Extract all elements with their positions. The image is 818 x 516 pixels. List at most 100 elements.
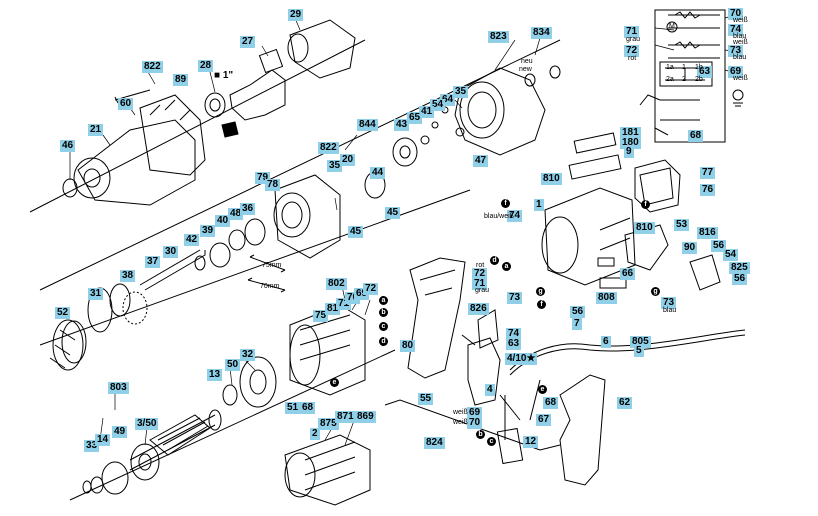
part-label-70-b: 70 xyxy=(728,8,744,20)
connector-e-2: e xyxy=(538,385,547,394)
part-label-823: 823 xyxy=(488,31,509,43)
part-label-181: 181 xyxy=(620,127,641,139)
divider-line-2 xyxy=(39,39,561,291)
part-label-53: 53 xyxy=(674,219,690,231)
note-new: new xyxy=(519,66,532,73)
connector-b-2: b xyxy=(476,430,485,439)
part-label-3-50: 3/50 xyxy=(135,418,159,430)
housing-823-drawing xyxy=(454,67,546,156)
connector-f-3: f xyxy=(641,200,650,209)
part-label-68-b: 68 xyxy=(688,130,704,142)
handle-cover-drawing xyxy=(559,374,606,486)
connector-e-1: e xyxy=(330,378,339,387)
part-label-73-a: 73 xyxy=(728,45,744,57)
wiring-schematic xyxy=(639,9,744,143)
connector-g-1: g xyxy=(536,287,545,296)
part-label-72-a: 72 xyxy=(363,283,379,295)
anvil-27 xyxy=(229,48,286,121)
part-label-72-b: 72 xyxy=(624,45,640,57)
part-label-822-mid: 822 xyxy=(318,142,339,154)
part-label-69-c: 69 xyxy=(467,407,483,419)
terminal-2a: 2a xyxy=(666,76,674,83)
terminal-1b: 1b xyxy=(695,64,703,71)
part-label-44: 44 xyxy=(370,167,386,179)
part-label-70-c: 70 xyxy=(467,417,483,429)
part-label-21: 21 xyxy=(88,124,104,136)
part-label-12: 12 xyxy=(523,436,539,448)
dimension-75mm: 75mm xyxy=(262,262,282,269)
brush-holder-drawing xyxy=(524,65,561,87)
part-label-869: 869 xyxy=(355,411,376,423)
part-label-39: 39 xyxy=(200,225,216,237)
ring-46 xyxy=(62,178,78,198)
wire-color-blau-weiss: blau/weiß xyxy=(484,213,514,220)
part-label-74-a: 74 xyxy=(728,24,744,36)
wire-color-grau-2: grau xyxy=(475,287,490,294)
part-label-844: 844 xyxy=(357,119,378,131)
part-label-2: 2 xyxy=(310,428,320,440)
connector-f-1: f xyxy=(501,199,510,208)
part-label-802: 802 xyxy=(326,278,347,290)
part-label-89: 89 xyxy=(173,74,189,86)
part-label-50: 50 xyxy=(225,359,241,371)
connector-d-2: d xyxy=(490,256,499,265)
wire-color-rot-1: rot xyxy=(628,55,637,62)
part-label-875: 875 xyxy=(318,418,339,430)
part-label-1-inch: ■ 1" xyxy=(214,70,234,81)
part-label-27: 27 xyxy=(240,36,256,48)
part-label-76: 76 xyxy=(700,184,716,196)
part-label-40: 40 xyxy=(215,215,231,227)
part-label-90: 90 xyxy=(682,242,698,254)
part-label-72-c: 72 xyxy=(472,268,488,280)
connector-b-1: b xyxy=(379,308,388,317)
part-label-56-a: 56 xyxy=(711,240,727,252)
part-label-41: 41 xyxy=(419,106,435,118)
part-label-826: 826 xyxy=(468,303,489,315)
part-label-66: 66 xyxy=(620,268,636,280)
washer-drawing xyxy=(82,461,129,495)
divider-line-4 xyxy=(69,349,396,501)
connector-c-2: c xyxy=(487,437,496,446)
part-label-20: 20 xyxy=(340,154,356,166)
measure-lines-drawing xyxy=(247,254,286,293)
part-label-73-b: 73 xyxy=(661,297,677,309)
part-label-6: 6 xyxy=(601,336,611,348)
part-label-28: 28 xyxy=(198,60,214,72)
part-label-13: 13 xyxy=(207,369,223,381)
part-label-4-10: 4/10★ xyxy=(505,353,538,365)
wire-color-weiss-5: weiß xyxy=(453,419,468,426)
part-label-5: 5 xyxy=(634,345,644,357)
part-label-7: 7 xyxy=(572,318,582,330)
part-label-810-a: 810 xyxy=(541,173,562,185)
part-label-47: 47 xyxy=(473,155,489,167)
part-label-68-a: 68 xyxy=(300,402,316,414)
note-neu: neu xyxy=(521,58,533,65)
part-label-45-b: 45 xyxy=(348,226,364,238)
part-label-36: 36 xyxy=(240,203,256,215)
part-label-75: 75 xyxy=(313,310,329,322)
part-label-78: 78 xyxy=(265,179,281,191)
terminal-1: 1 xyxy=(682,64,686,71)
bearing-32-drawing xyxy=(239,356,277,408)
wire-color-blau-3: blau xyxy=(733,54,747,61)
wire-color-weiss-3: weiß xyxy=(733,75,748,82)
terminal-2b: 2b xyxy=(695,76,703,83)
part-label-51: 51 xyxy=(285,402,301,414)
part-label-871: 871 xyxy=(335,411,356,423)
part-label-67: 67 xyxy=(536,414,552,426)
handle-drawing xyxy=(407,257,466,379)
wire-color-weiss-4: weiß xyxy=(453,409,468,416)
part-label-35-a: 35 xyxy=(453,86,469,98)
part-label-825: 825 xyxy=(729,262,750,274)
connector-g-2: g xyxy=(651,287,660,296)
ring-28 xyxy=(204,92,226,118)
middle-housing-drawing xyxy=(273,174,341,259)
part-label-32: 32 xyxy=(240,349,256,361)
dimension-70mm: 70mm xyxy=(260,283,280,290)
stator-2-drawing xyxy=(284,434,371,506)
part-label-43: 43 xyxy=(394,119,410,131)
part-label-65: 65 xyxy=(407,112,423,124)
part-label-74-c: 74 xyxy=(506,328,522,340)
wire-color-blau-2: blau xyxy=(733,33,747,40)
